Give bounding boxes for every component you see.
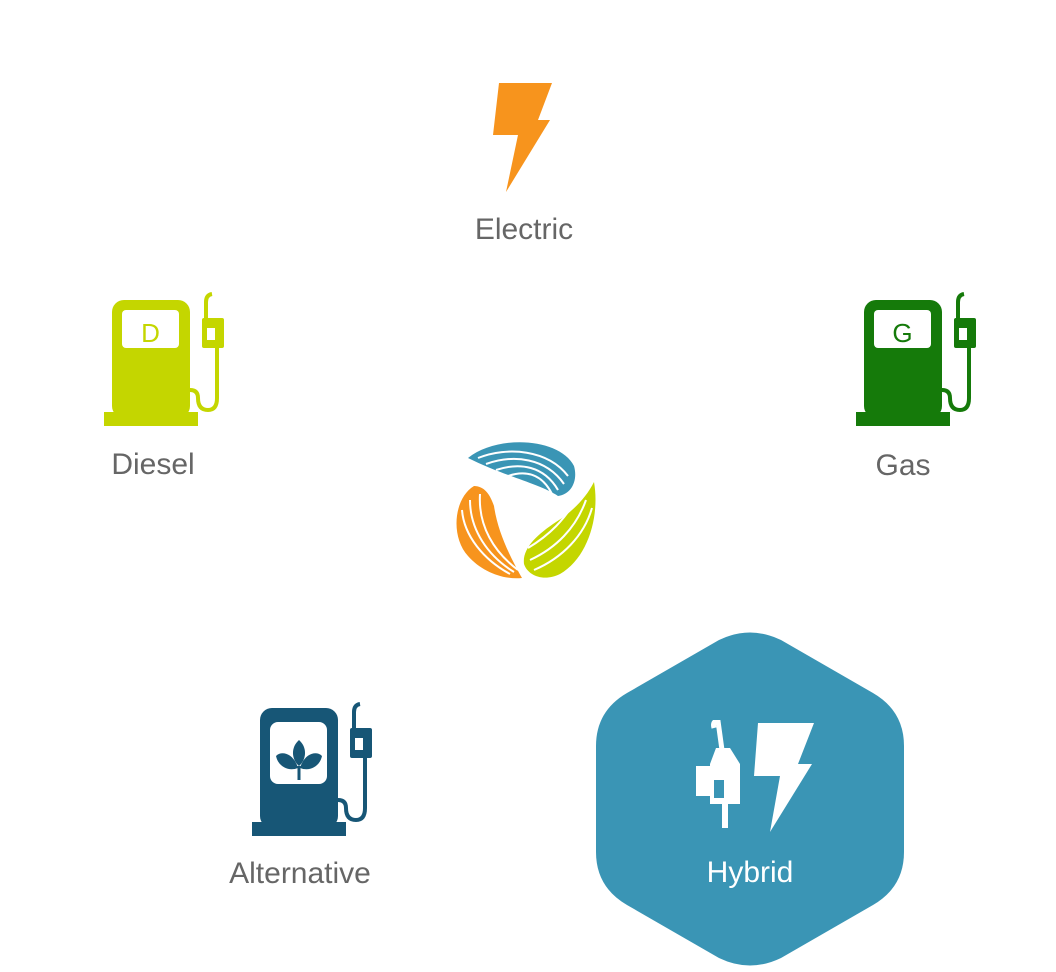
pump-letter-g: G [892, 318, 913, 348]
fuel-option-alternative[interactable] [248, 698, 383, 898]
pump-letter-d: D [141, 318, 160, 348]
hybrid-label: Hybrid [706, 856, 794, 889]
fuel-option-diesel[interactable]: D [100, 288, 235, 488]
fuel-pump-icon [856, 292, 981, 428]
fuel-pump-icon [104, 292, 229, 428]
fuel-option-gas[interactable]: G [852, 288, 987, 488]
center-logo [448, 436, 602, 587]
lightning-bolt-icon [492, 80, 554, 194]
alternative-label: Alternative [229, 857, 371, 890]
swirl-logo-icon [448, 442, 602, 586]
diesel-label: Diesel [111, 448, 195, 481]
hybrid-selected-background [596, 631, 904, 972]
leaf-fuel-pump-icon [252, 702, 377, 838]
electric-label: Electric [474, 213, 574, 246]
gas-label: Gas [875, 449, 931, 482]
fuel-option-electric[interactable] [440, 70, 610, 260]
fuel-option-hybrid[interactable] [680, 710, 825, 840]
nozzle-and-bolt-icon [692, 720, 817, 835]
